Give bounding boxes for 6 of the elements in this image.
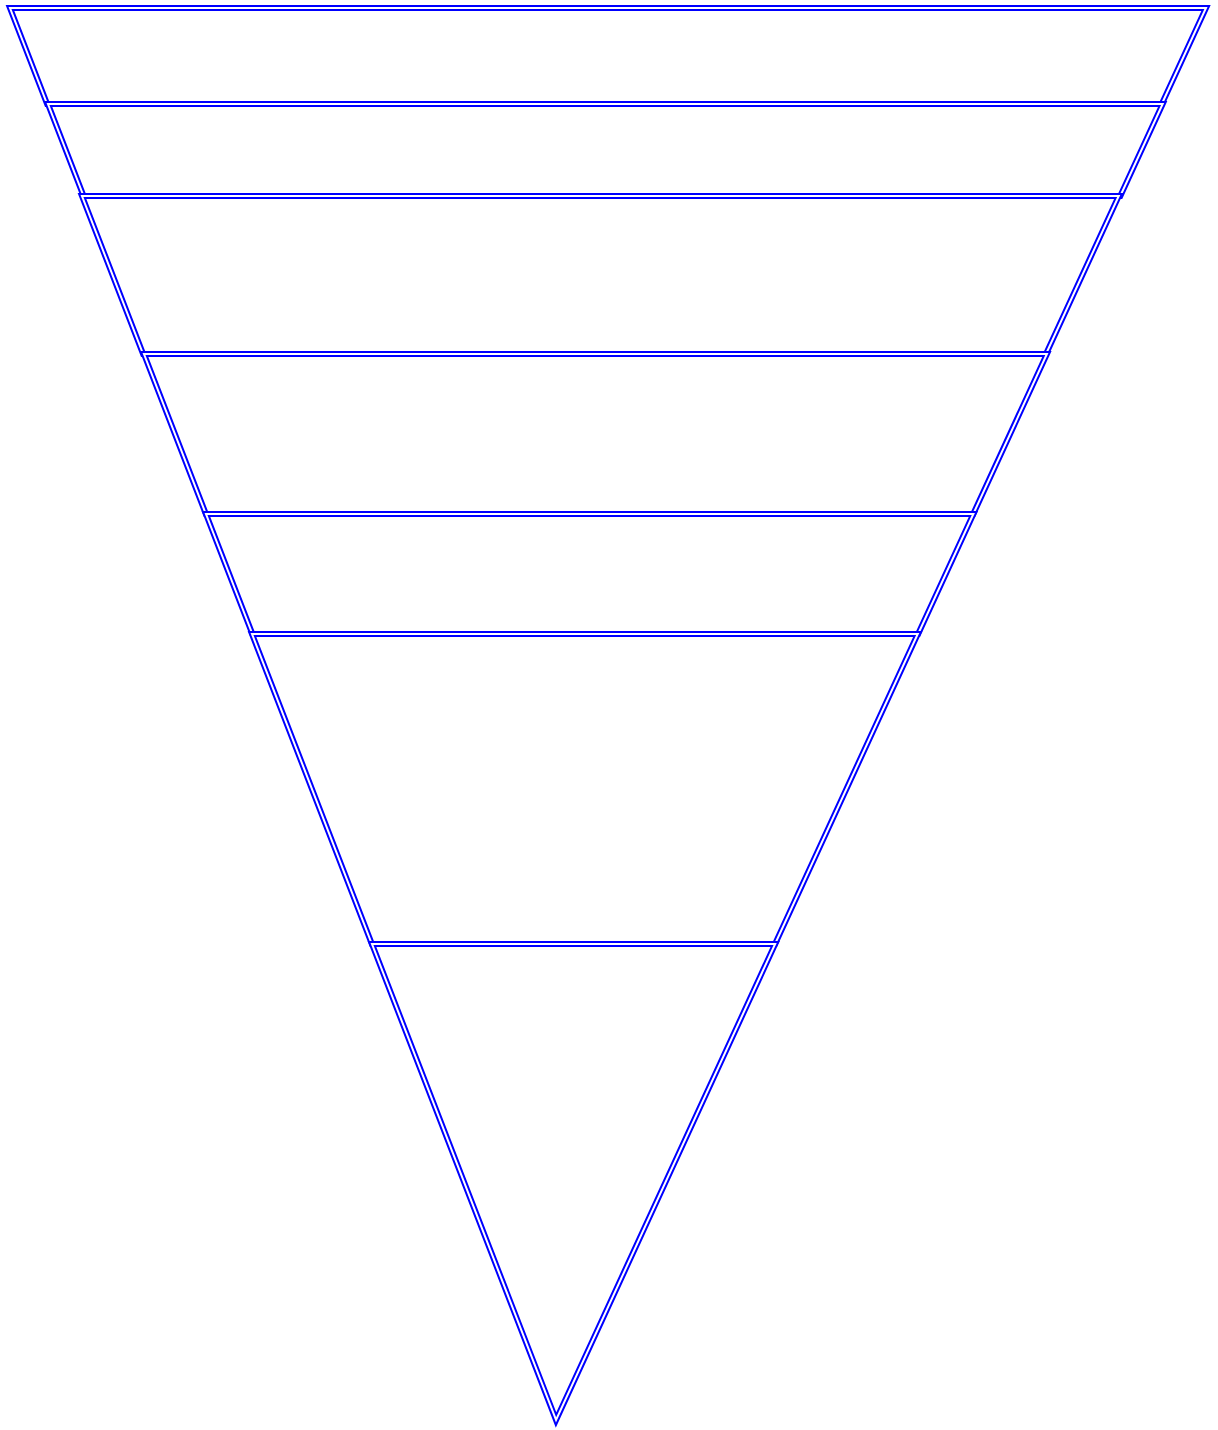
- funnel-band: [143, 354, 1047, 514]
- funnel-band: [47, 104, 1162, 196]
- funnel-band: [10, 8, 1206, 104]
- funnel-band: [205, 514, 974, 634]
- funnel-band: [82, 196, 1120, 354]
- funnel-band: [252, 634, 918, 944]
